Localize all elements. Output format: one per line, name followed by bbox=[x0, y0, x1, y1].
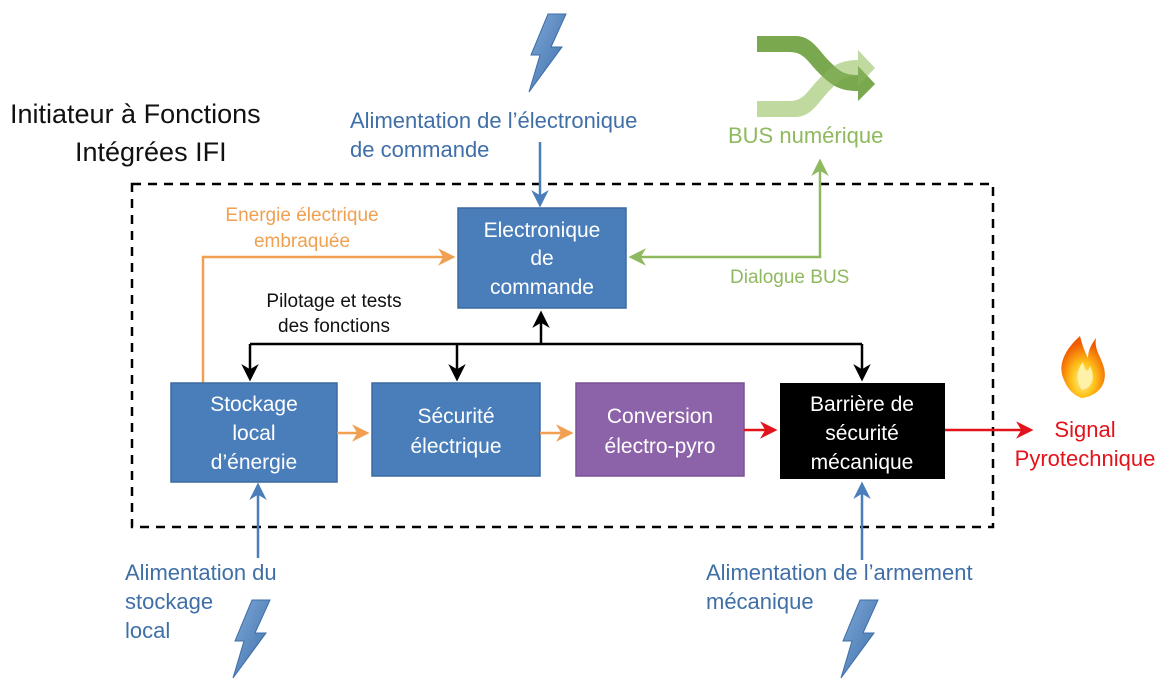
output-label-line-1: Signal bbox=[1054, 417, 1115, 442]
storage-power-label-line-2: stockage bbox=[125, 589, 213, 614]
energy-label-line-2: embraquée bbox=[254, 231, 350, 252]
elec-power-label-line-1: Alimentation de l’électronique bbox=[350, 108, 637, 133]
storage-power-label-line-3: local bbox=[125, 618, 170, 643]
block-stockage-line-2: local bbox=[232, 422, 275, 445]
storage-power-label-line-1: Alimentation du bbox=[125, 560, 277, 585]
crossing-arrows-icon bbox=[757, 36, 875, 117]
elec-power-label-line-2: de commande bbox=[350, 137, 489, 162]
bus-dialogue-label: Dialogue BUS bbox=[730, 267, 849, 288]
block-securite bbox=[371, 382, 541, 477]
lightning-bolt-icon bbox=[840, 599, 879, 679]
block-barriere bbox=[780, 383, 945, 479]
block-electronique-line-3: commande bbox=[490, 276, 594, 299]
block-conversion-line-1: Conversion bbox=[607, 405, 713, 428]
energy-label-line-1: Energie électrique bbox=[225, 205, 378, 226]
arming-power-label-line-1: Alimentation de l’armement bbox=[706, 560, 973, 585]
block-electronique-line-1: Electronique bbox=[484, 219, 601, 242]
block-conversion bbox=[575, 382, 745, 477]
block-conversion-line-2: électro-pyro bbox=[605, 435, 716, 458]
block-barriere-line-2: sécurité bbox=[825, 422, 899, 445]
bus-dialogue-arrow bbox=[628, 158, 829, 266]
block-electronique bbox=[457, 207, 627, 309]
block-electronique-line-2: de bbox=[530, 247, 553, 270]
ifi-boundary bbox=[130, 182, 995, 529]
block-barriere-line-1: Barrière de bbox=[810, 393, 914, 416]
lightning-bolt-icon bbox=[232, 599, 271, 679]
block-stockage-line-3: d’énergie bbox=[211, 451, 297, 474]
energy-arrow bbox=[201, 248, 456, 383]
block-securite-line-2: électrique bbox=[410, 435, 501, 458]
pilotage-label-line-2: des fonctions bbox=[278, 316, 390, 337]
title-line-1: Initiateur à Fonctions bbox=[10, 99, 261, 129]
pilotage-label-line-1: Pilotage et tests bbox=[266, 291, 401, 312]
arming-power-label-line-2: mécanique bbox=[706, 589, 814, 614]
flame-icon bbox=[1061, 336, 1105, 398]
title-line-2: Intégrées IFI bbox=[75, 137, 227, 167]
block-stockage bbox=[170, 382, 338, 483]
block-stockage-line-1: Stockage bbox=[210, 393, 298, 416]
output-label-line-2: Pyrotechnique bbox=[1015, 446, 1156, 471]
bus-label: BUS numérique bbox=[728, 123, 883, 148]
block-securite-line-1: Sécurité bbox=[417, 405, 494, 428]
lightning-bolt-icon bbox=[528, 13, 567, 93]
block-barriere-line-3: mécanique bbox=[811, 451, 914, 474]
